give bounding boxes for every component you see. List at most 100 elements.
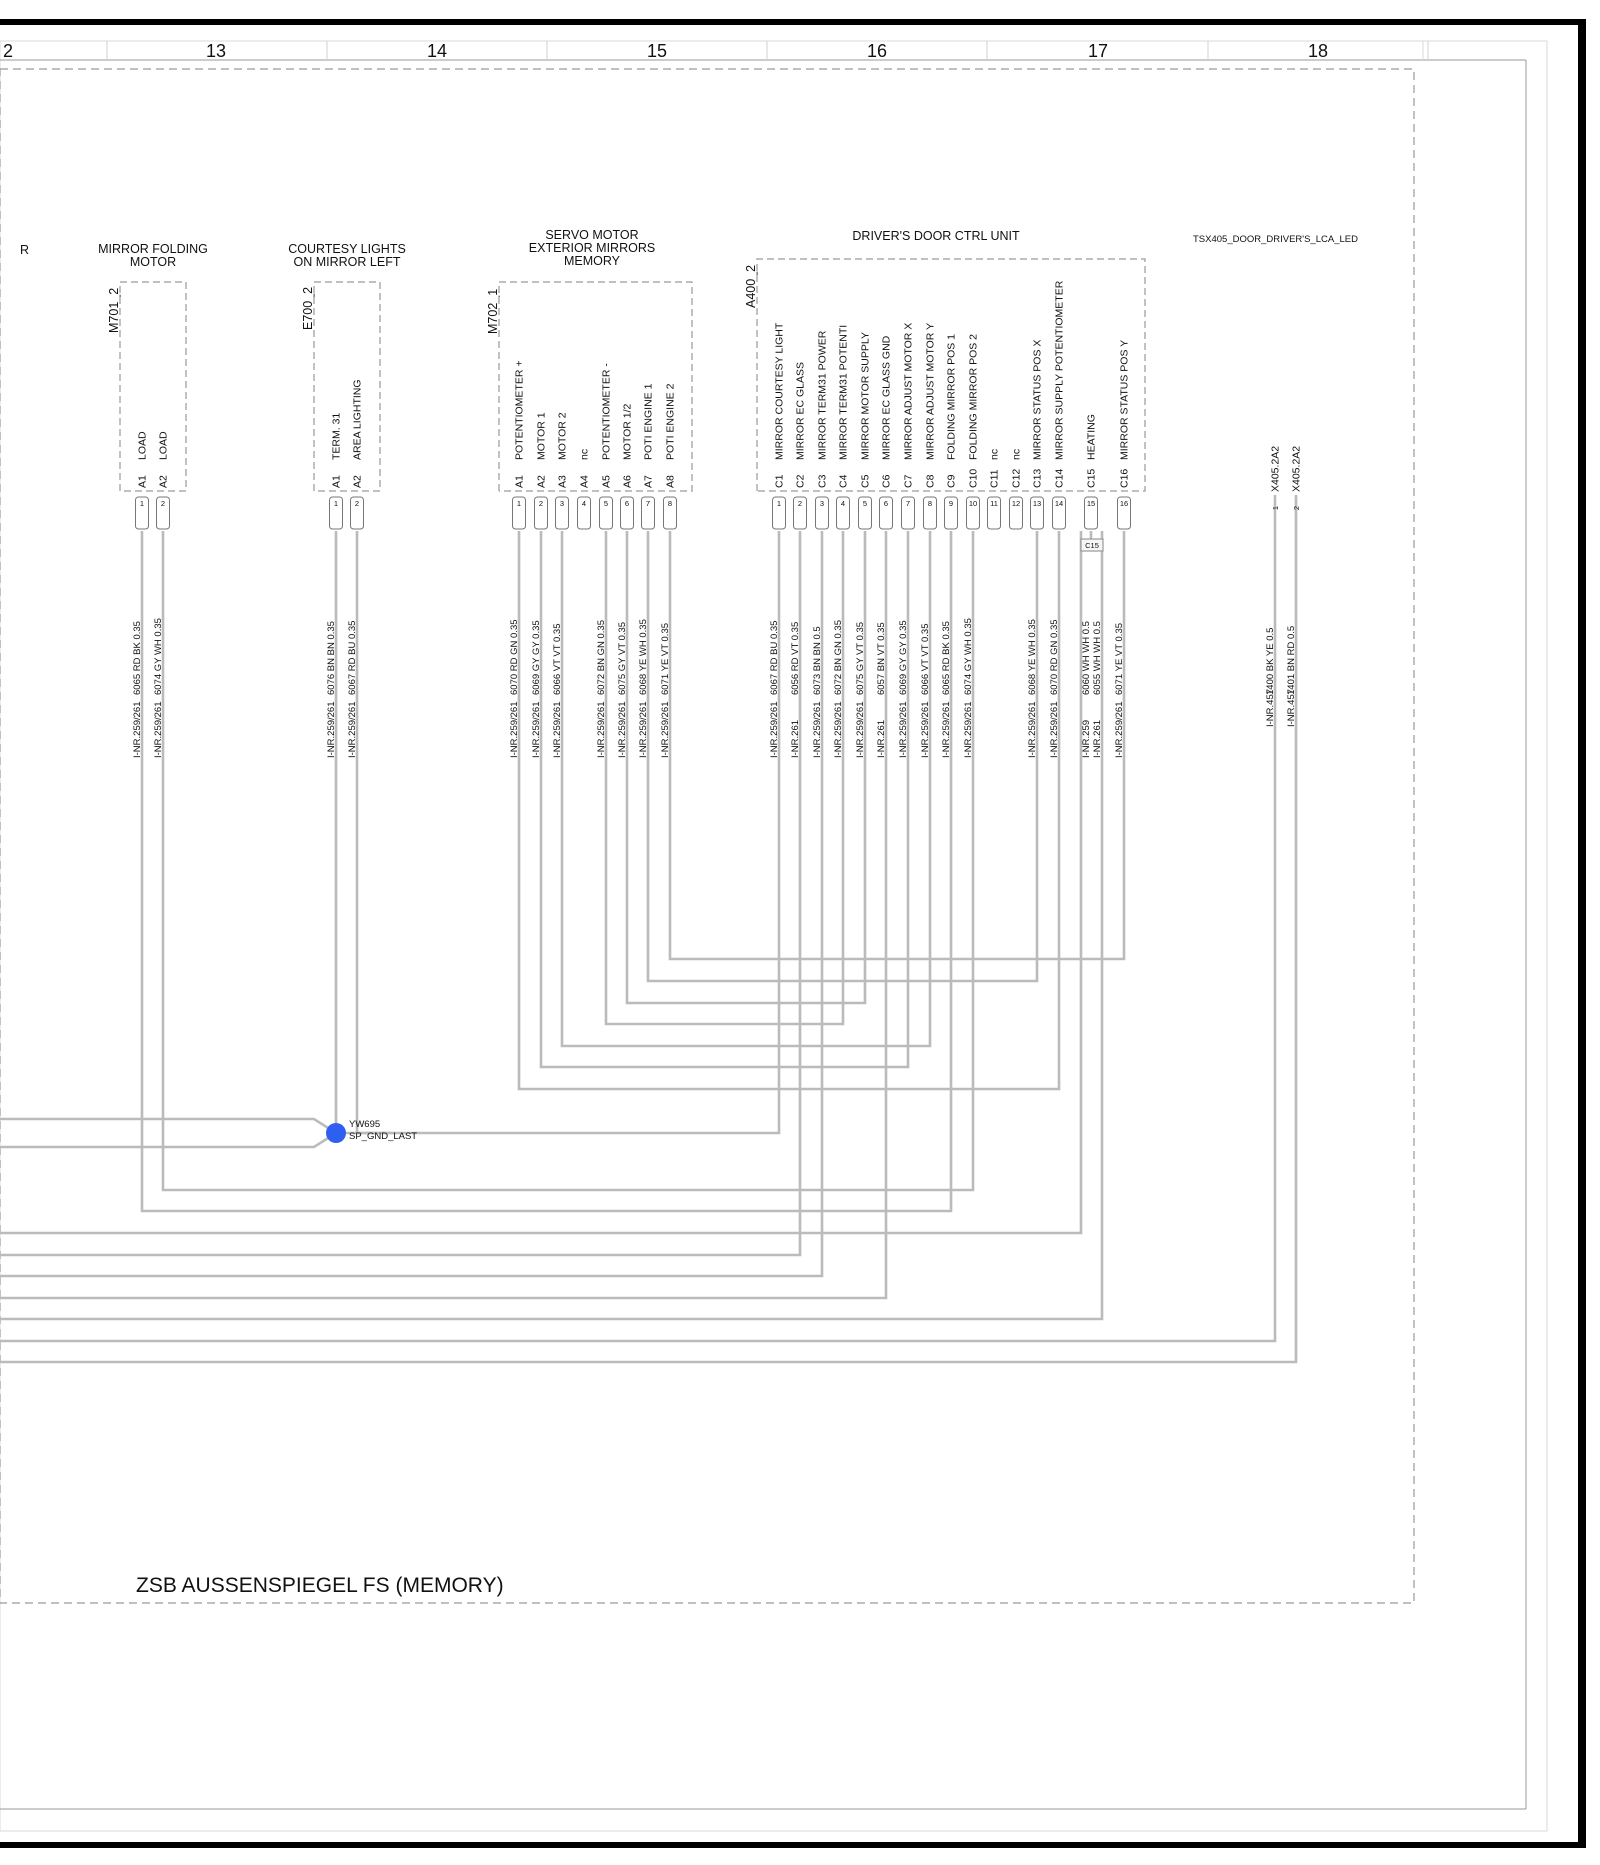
pin-code-label: C11: [989, 469, 1001, 488]
component-title: MOTOR: [130, 255, 176, 269]
wire-inr-label: I-NR.259/261: [1027, 701, 1038, 758]
pin-function-label: LOAD: [137, 431, 149, 460]
pin-code-label: A4: [579, 475, 591, 488]
wire-inr-label: I-NR.259/261: [617, 701, 628, 758]
pin-code-label: C13: [1032, 469, 1044, 488]
pin-code-label: A2: [352, 475, 364, 488]
wire-inr-label: I-NR.259/261: [833, 701, 844, 758]
wire-label: 6072 BN GN 0.35: [833, 620, 844, 695]
wire-inr-label: I-NR.261: [1092, 720, 1103, 758]
component-outline: [119, 281, 187, 492]
splice-dot[interactable]: [326, 1123, 346, 1143]
grid-column-13: 13: [206, 41, 226, 61]
pin-code-label: A1: [137, 475, 149, 488]
pin-number: 12: [1012, 499, 1020, 508]
pin-socket: [350, 496, 364, 530]
pin-function-label: MIRROR TERM31 POWER: [817, 330, 829, 460]
pin-code-label: A1: [514, 475, 526, 488]
pin-function-label: nc: [579, 449, 591, 460]
pin-function-label: FOLDING MIRROR POS 1: [946, 334, 958, 460]
wire-inr-label: I-NR.259/261: [920, 701, 931, 758]
pin-socket: [772, 496, 786, 530]
splice-signal: SP_GND_LAST: [349, 1131, 417, 1142]
splice-yw695[interactable]: YW695 SP_GND_LAST: [326, 1119, 417, 1143]
pin-aux[interactable]: 6055 WH WH 0.5I-NR.261: [1092, 621, 1103, 758]
page-edge-label: R: [20, 243, 29, 257]
grid-column-2: 2: [3, 41, 13, 61]
pin-socket: [923, 496, 937, 530]
pin-number: 7: [646, 499, 650, 508]
wire-label: 6065 RD BK 0.35: [941, 621, 952, 695]
component-title: EXTERIOR MIRRORS: [529, 241, 655, 255]
wire-6057: [0, 531, 888, 1300]
pin-socket: [1030, 496, 1044, 530]
wire-splice-a: [0, 1117, 337, 1135]
wire-6056: [0, 531, 802, 1257]
wire-inr-label: I-NR.259/261: [1049, 701, 1060, 758]
pin-function-label: MIRROR COURTESY LIGHT: [774, 322, 786, 460]
pin-socket: [987, 496, 1001, 530]
wire-label: 6069 GY GY 0.35: [531, 620, 542, 695]
pin-socket: [641, 496, 655, 530]
pin-number: 9: [949, 499, 953, 508]
wire-inr-label: I-NR.259: [1081, 720, 1092, 758]
component-title: MEMORY: [564, 254, 621, 268]
pin-code-label: A7: [643, 475, 655, 488]
pin-code-label: C3: [817, 474, 829, 488]
x405-ref: X405.2A2: [1291, 446, 1303, 492]
pin-number: 15: [1087, 499, 1095, 508]
wire-inr-label: I-NR.259/261: [509, 701, 520, 758]
wire-label: 6072 BN GN 0.35: [596, 620, 607, 695]
wire-label: 6067 RD BU 0.35: [769, 621, 780, 695]
pin-code-label: C7: [903, 474, 915, 488]
wire-inr-label: I-NR.259/261: [769, 701, 780, 758]
pin-function-label: MIRROR ADJUST MOTOR X: [903, 323, 915, 460]
wire-label: 6076 BN BN 0.35: [326, 621, 337, 695]
component-outline: [313, 281, 381, 492]
pin-socket: [793, 496, 807, 530]
pin-socket: [156, 496, 170, 530]
wire-label: 6068 YE WH 0.35: [638, 619, 649, 695]
pin-number: 3: [560, 499, 564, 508]
pin-number: 7: [906, 499, 910, 508]
wire-label: 6060 WH WH 0.5: [1081, 621, 1092, 695]
wire-inr-label: I-NR.259/261: [963, 701, 974, 758]
wire-inr-label: I-NR.259/261: [132, 701, 143, 758]
pin-number: 3: [820, 499, 824, 508]
wire-label: 6070 RD GN 0.35: [509, 619, 520, 695]
pin-socket: [1009, 496, 1023, 530]
